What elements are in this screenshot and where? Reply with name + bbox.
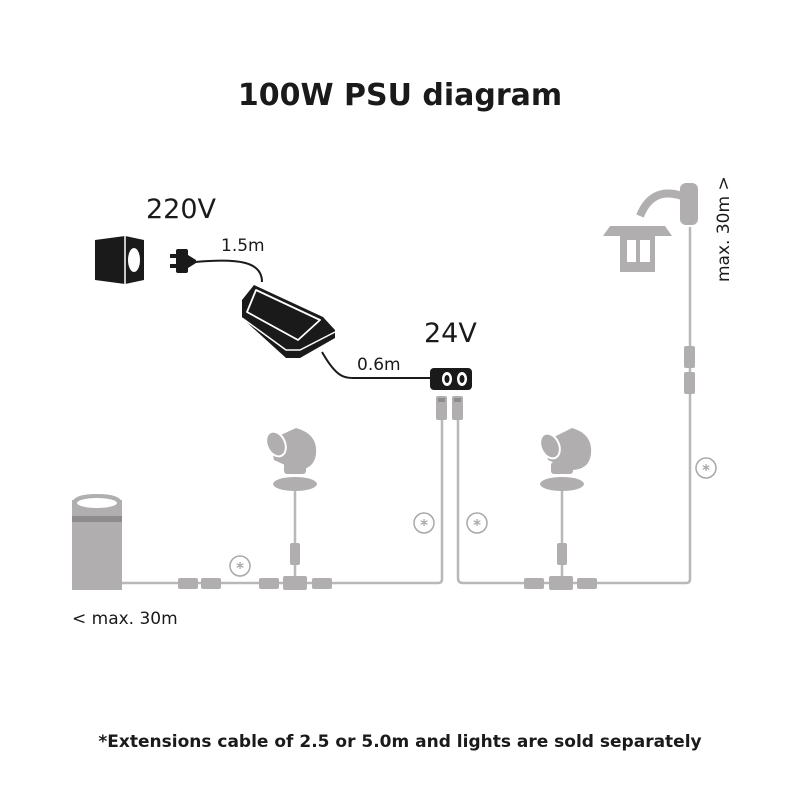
output-voltage-label: 24V	[424, 318, 477, 349]
splitter-output-connectors	[436, 396, 463, 420]
mains-voltage-label: 220V	[146, 194, 217, 225]
power-cables	[194, 259, 432, 380]
left-trunk-cable	[120, 418, 444, 585]
extension-marker-icon	[413, 512, 435, 534]
extension-marker-icon	[695, 457, 717, 479]
output-cable-length-label: 0.6m	[357, 355, 401, 375]
footnote: *Extensions cable of 2.5 or 5.0m and lig…	[98, 732, 702, 752]
extension-marker-icon	[229, 555, 251, 577]
t-connector-icon	[549, 576, 573, 590]
plug-icon	[170, 249, 196, 273]
extension-markers	[229, 457, 717, 577]
power-supply-icon	[241, 285, 336, 358]
extension-marker-text: *	[236, 559, 244, 577]
right-trunk-cable	[456, 226, 692, 585]
page-title: 100W PSU diagram	[237, 78, 563, 113]
connector-icon	[524, 578, 544, 589]
extension-marker-text: *	[473, 516, 481, 534]
right-trunk-connectors	[524, 576, 597, 590]
right-max-run-label: max. 30m >	[714, 176, 734, 282]
extension-marker-text: *	[420, 516, 428, 534]
extension-marker-icon	[466, 512, 488, 534]
wall-lantern-icon	[603, 183, 698, 272]
output-cable	[321, 351, 432, 380]
plug-cable-length-label: 1.5m	[221, 236, 265, 256]
spot-light-2-icon	[539, 428, 592, 491]
wall-socket-icon	[95, 236, 144, 284]
extension-marker-glyphs: * * * *	[236, 461, 710, 577]
mains-cable	[194, 259, 263, 283]
cables	[120, 226, 692, 585]
connector-icon	[201, 578, 221, 589]
splitter-icon	[430, 368, 472, 390]
connector-icon	[312, 578, 332, 589]
connector-icon	[577, 578, 597, 589]
spot-light-1-icon	[265, 428, 317, 491]
left-trunk-connectors	[178, 576, 332, 590]
connector-icon	[290, 543, 300, 565]
connector-icon	[557, 543, 567, 565]
connector-icon	[684, 372, 695, 394]
connector-icon	[684, 346, 695, 368]
bollard-light-icon	[72, 494, 122, 590]
connector-icon	[178, 578, 198, 589]
extension-marker-text: *	[702, 461, 710, 479]
t-connector-icon	[283, 576, 307, 590]
left-max-run-label: < max. 30m	[72, 609, 178, 629]
right-riser-connectors	[684, 346, 695, 394]
connector-icon	[259, 578, 279, 589]
